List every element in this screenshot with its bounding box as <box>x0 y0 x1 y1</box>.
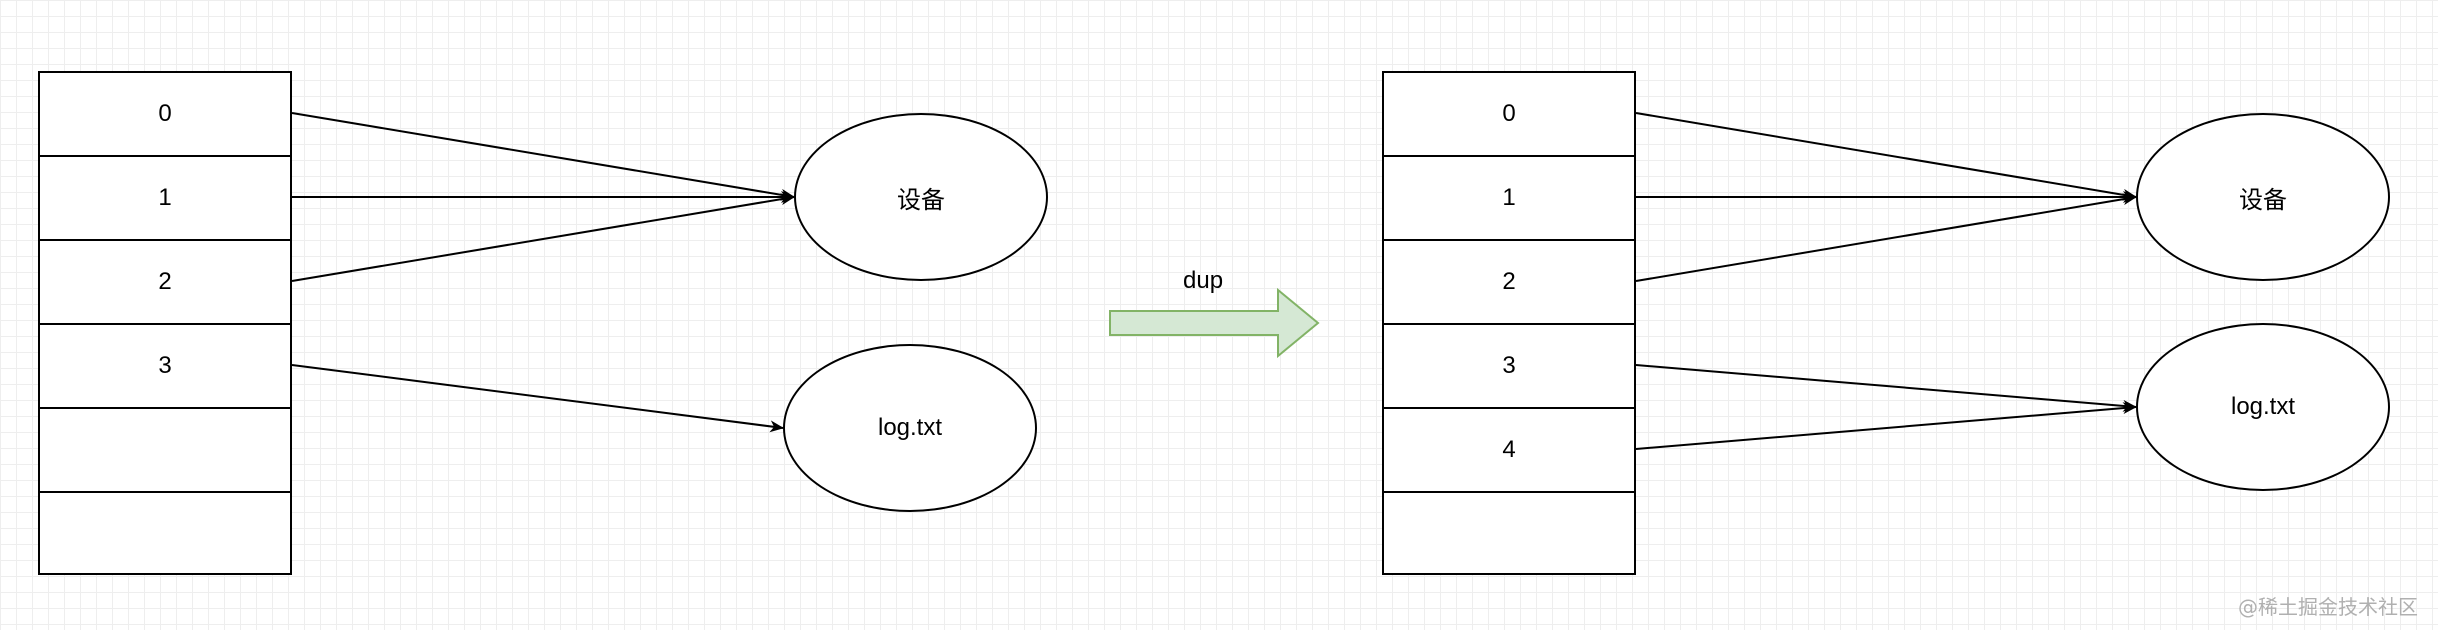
watermark: @稀土掘金技术社区 <box>2238 595 2418 619</box>
right-edge-3-to-file <box>1635 364 2137 412</box>
left-edge-0-to-device <box>291 112 795 201</box>
left-edge-2-to-device <box>291 193 795 282</box>
dup-label: dup <box>1183 267 1224 294</box>
right-edge-0-to-device <box>1635 112 2137 201</box>
right-fd-cell: 1 <box>1382 155 1636 241</box>
left-device-node: 设备 <box>794 113 1048 281</box>
right-log-file-node: log.txt <box>2136 323 2390 491</box>
left-fd-cell: 2 <box>38 239 292 325</box>
right-fd-cell <box>1382 491 1636 575</box>
left-fd-cell: 0 <box>38 71 292 157</box>
left-fd-cell <box>38 491 292 575</box>
right-device-node: 设备 <box>2136 113 2390 281</box>
dup-arrow <box>1109 287 1320 359</box>
right-edge-2-to-device <box>1635 193 2137 282</box>
right-fd-cell: 2 <box>1382 239 1636 325</box>
right-fd-cell: 4 <box>1382 407 1636 493</box>
left-fd-cell <box>38 407 292 493</box>
left-edge-3-to-file <box>291 364 784 433</box>
left-log-file-node: log.txt <box>783 344 1037 512</box>
left-fd-cell: 1 <box>38 155 292 241</box>
left-fd-cell: 3 <box>38 323 292 409</box>
right-edge-4-to-file <box>1635 402 2137 450</box>
right-fd-cell: 0 <box>1382 71 1636 157</box>
right-fd-cell: 3 <box>1382 323 1636 409</box>
